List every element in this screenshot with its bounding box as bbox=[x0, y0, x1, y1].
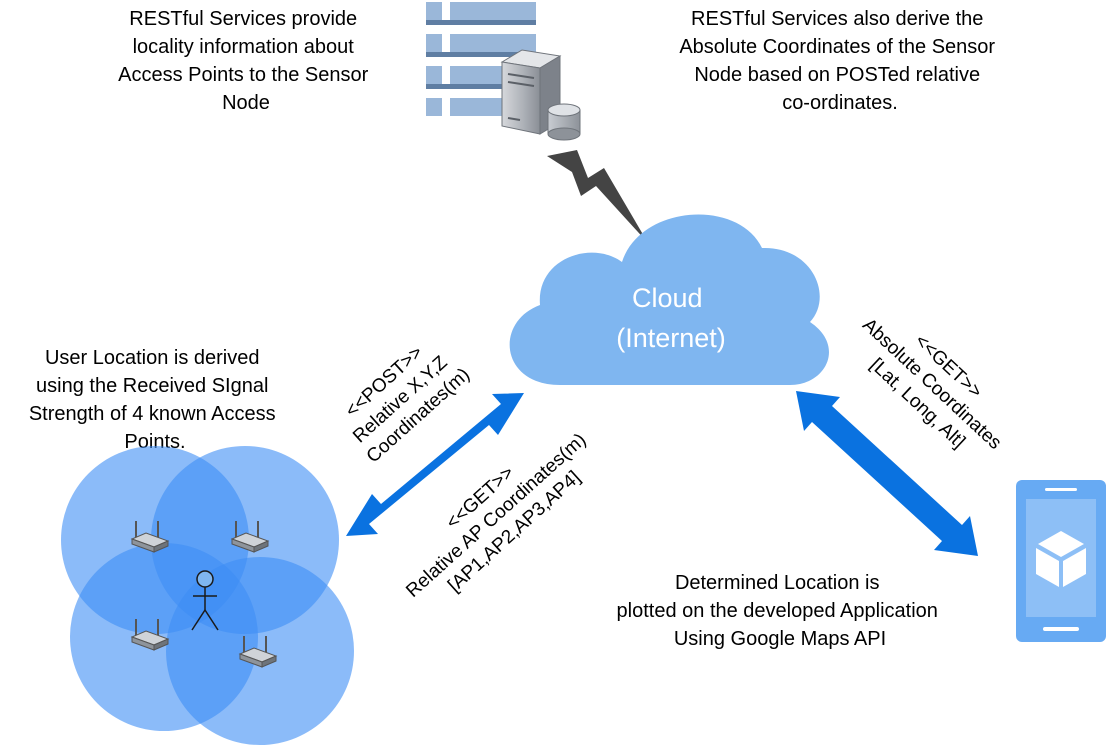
stick-figure-user-icon bbox=[191, 570, 219, 631]
wireless-router-icon bbox=[238, 636, 278, 668]
lightning-connection-icon bbox=[547, 150, 648, 243]
cloud-label: Cloud (Internet) bbox=[616, 283, 726, 353]
wireless-router-icon bbox=[230, 521, 270, 553]
cloud-icon bbox=[509, 214, 829, 385]
wireless-router-icon bbox=[130, 619, 170, 651]
server-derive-note: RESTful Services also derive the Absolut… bbox=[679, 8, 1000, 114]
mobile-app-cube-icon bbox=[1016, 480, 1106, 642]
determined-location-note: Determined Location is plotted on the de… bbox=[617, 572, 944, 650]
double-arrow-cloud-phone bbox=[796, 391, 978, 556]
server-provide-note: RESTful Services provide locality inform… bbox=[118, 8, 374, 114]
user-location-note: User Location is derived using the Recei… bbox=[29, 347, 281, 453]
wireless-router-icon bbox=[130, 521, 170, 553]
get-ap-label: <<GET>> Relative AP Coordinates(m) [AP1,… bbox=[386, 408, 610, 619]
server-database-icon bbox=[426, 2, 581, 141]
database-cylinder-icon bbox=[547, 103, 581, 141]
double-arrow-user-cloud bbox=[346, 393, 524, 536]
